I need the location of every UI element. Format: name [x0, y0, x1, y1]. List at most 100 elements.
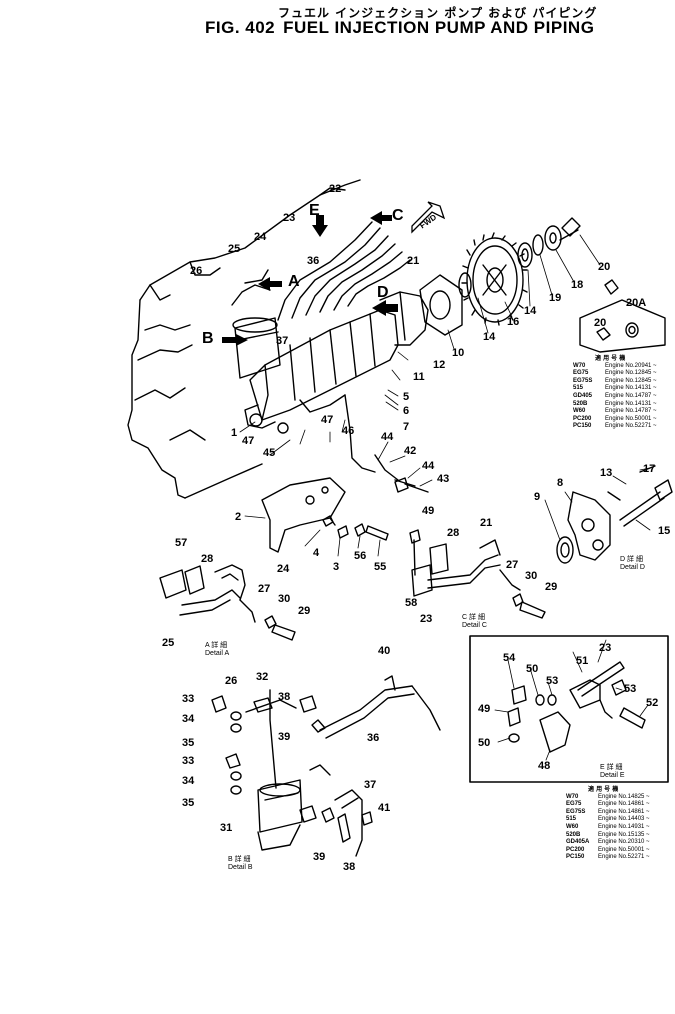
callout-6: 6	[403, 405, 410, 417]
arrow-label-c: C	[392, 207, 404, 224]
callout-39b: 39	[313, 851, 326, 863]
engine-serial: Engine No.15135 ~	[598, 831, 650, 838]
callout-23a: 23	[283, 212, 296, 224]
callout-23c: 23	[599, 642, 612, 654]
callout-37b: 37	[364, 779, 377, 791]
callout-30a: 30	[278, 593, 291, 605]
callout-50a: 50	[526, 663, 539, 675]
detail-d-assembly	[556, 465, 673, 564]
engine-serial: Engine No.14931 ~	[598, 823, 650, 830]
engine-serial: Engine No.14825 ~	[598, 793, 650, 800]
bolts-3-4-56-55	[322, 515, 389, 541]
callout-33a: 33	[182, 693, 195, 705]
callout-35b: 35	[182, 797, 195, 809]
machine-model: EG75S	[566, 808, 586, 815]
gear-parts	[458, 217, 581, 298]
engine-serial: Engine No.14787 ~	[605, 408, 657, 415]
arrow-label-e: E	[309, 202, 320, 219]
detail-e-box	[469, 635, 669, 783]
callout-21a: 21	[407, 255, 420, 267]
machine-model: EG75	[566, 801, 582, 808]
callout-20a: 20	[598, 261, 611, 273]
engine-serial: Engine No.20941 ~	[605, 362, 657, 369]
callout-44b: 44	[422, 460, 435, 472]
detail-box-20	[579, 299, 666, 353]
callout-50b: 50	[478, 737, 491, 749]
machine-model: W60	[566, 823, 579, 830]
engine-serial: Engine No.50001 ~	[598, 846, 650, 853]
machine-model: W60	[573, 408, 586, 415]
callout-13: 13	[600, 467, 613, 479]
callout-27b: 27	[506, 559, 519, 571]
callout-31: 31	[220, 822, 233, 834]
detail-e-parts	[507, 661, 646, 753]
pump-drive-housing	[379, 291, 429, 346]
fuel-filter-main	[232, 317, 281, 379]
applicability-row: EG75 Engine No.14861 ~	[566, 801, 650, 809]
callout-52: 52	[646, 697, 659, 709]
callout-29b: 29	[545, 581, 558, 593]
callout-12: 12	[433, 359, 446, 371]
callout-24b: 24	[277, 563, 290, 575]
engine-serial: Engine No.14861 ~	[598, 801, 650, 808]
machine-model: W70	[573, 362, 586, 369]
callout-42: 42	[404, 445, 417, 457]
callout-36a: 36	[307, 255, 320, 267]
detail-b-parts	[211, 675, 441, 857]
callout-38a: 38	[278, 691, 291, 703]
callout-5: 5	[403, 391, 410, 403]
callout-16: 16	[507, 316, 520, 328]
machine-model: 515	[566, 816, 577, 823]
callout-19: 19	[549, 292, 562, 304]
arrow-d	[372, 300, 398, 316]
machine-model: PC150	[566, 854, 585, 861]
callout-28a: 28	[201, 553, 214, 565]
callout-38b: 38	[343, 861, 356, 873]
callout-56: 56	[354, 550, 367, 562]
callout-9: 9	[534, 491, 541, 503]
injection-pipes	[231, 221, 411, 321]
arrow-label-a: A	[288, 273, 300, 290]
callout-25a: 25	[228, 243, 241, 255]
callout-4: 4	[313, 547, 320, 559]
timing-gear	[461, 232, 528, 326]
pump-flange	[419, 274, 463, 336]
callout-35a: 35	[182, 737, 195, 749]
callout-53b: 53	[624, 683, 637, 695]
callout-11: 11	[413, 371, 425, 383]
callout-43: 43	[437, 473, 450, 485]
arrow-c	[370, 211, 392, 225]
pin-20	[604, 279, 619, 295]
figure-number: FIG. 402	[205, 18, 276, 37]
callout-30b: 30	[525, 570, 538, 582]
title-japanese: フュエル インジェクション ポンプ および パイピング	[278, 6, 598, 20]
callout-54: 54	[503, 652, 516, 664]
callout-28b: 28	[447, 527, 460, 539]
callout-44a: 44	[381, 431, 394, 443]
applicability-row: W70 Engine No.20941 ~	[573, 363, 657, 371]
callout-14a: 14	[483, 331, 496, 343]
bracket-2	[261, 477, 346, 553]
callout-47b: 47	[242, 435, 255, 447]
callout-25b: 25	[162, 637, 175, 649]
callout-32: 32	[256, 671, 269, 683]
callout-33b: 33	[182, 755, 195, 767]
engine-serial: Engine No.50001 ~	[605, 415, 657, 422]
